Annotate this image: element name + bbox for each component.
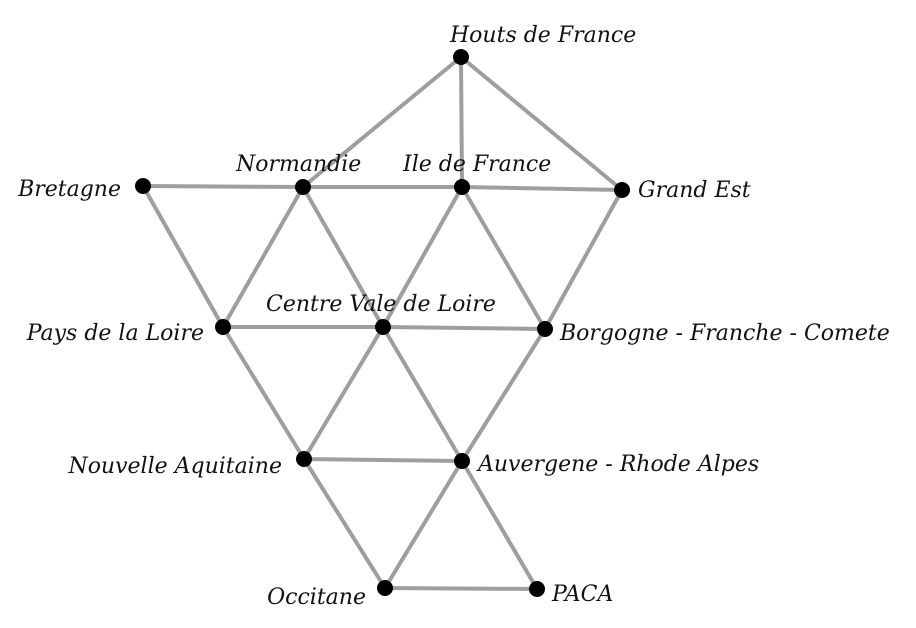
node-occitane bbox=[377, 580, 393, 596]
edge-na-ara bbox=[302, 457, 464, 463]
node-bretagne bbox=[135, 178, 151, 194]
node-label-grandest: Grand Est bbox=[638, 178, 751, 203]
node-label-idf: Ile de France bbox=[402, 152, 551, 177]
edge-pdl-na bbox=[221, 325, 306, 461]
node-centre bbox=[375, 319, 391, 335]
node-label-bretagne: Bretagne bbox=[17, 177, 121, 202]
edge-centre-na bbox=[302, 325, 385, 461]
edge-bretagne-normandie bbox=[141, 184, 305, 189]
node-na bbox=[296, 451, 312, 467]
edge-hauts-idf bbox=[459, 55, 464, 189]
edge-hauts-grandest bbox=[459, 55, 624, 192]
edge-grandest-bfc bbox=[543, 188, 624, 331]
edge-normandie-pdl bbox=[221, 185, 305, 329]
node-bfc bbox=[537, 321, 553, 337]
edge-bretagne-pdl bbox=[141, 184, 225, 329]
edge-idf-centre bbox=[381, 185, 464, 329]
edge-centre-ara bbox=[381, 325, 464, 463]
node-ara bbox=[454, 453, 470, 469]
node-label-pdl: Pays de la Loire bbox=[26, 321, 204, 346]
node-label-normandie: Normandie bbox=[235, 152, 361, 177]
node-label-occitane: Occitane bbox=[267, 585, 366, 610]
node-label-na: Nouvelle Aquitaine bbox=[67, 454, 282, 479]
edge-idf-bfc bbox=[460, 185, 547, 331]
edge-hauts-normandie bbox=[301, 55, 463, 189]
node-label-hauts: Houts de France bbox=[449, 23, 636, 48]
node-normandie bbox=[295, 179, 311, 195]
node-idf bbox=[454, 179, 470, 195]
node-pdl bbox=[215, 319, 231, 335]
node-grandest bbox=[614, 182, 630, 198]
edge-normandie-centre bbox=[301, 185, 385, 329]
edge-na-occitane bbox=[302, 457, 387, 590]
edge-ara-occitane bbox=[383, 459, 464, 590]
edge-idf-grandest bbox=[460, 185, 624, 192]
node-hauts bbox=[453, 49, 469, 65]
edge-ara-paca bbox=[460, 459, 539, 591]
edges-layer bbox=[141, 55, 624, 591]
node-label-bfc: Borgogne - Franche - Comete bbox=[559, 321, 890, 346]
nodes-layer bbox=[135, 49, 630, 597]
edge-centre-bfc bbox=[381, 325, 547, 331]
node-paca bbox=[529, 581, 545, 597]
node-label-centre: Centre Vale de Loire bbox=[266, 292, 496, 317]
node-label-ara: Auvergene - Rhode Alpes bbox=[476, 452, 759, 477]
edge-bfc-ara bbox=[460, 327, 547, 463]
edge-occitane-paca bbox=[383, 586, 539, 591]
node-label-paca: PACA bbox=[551, 582, 613, 607]
